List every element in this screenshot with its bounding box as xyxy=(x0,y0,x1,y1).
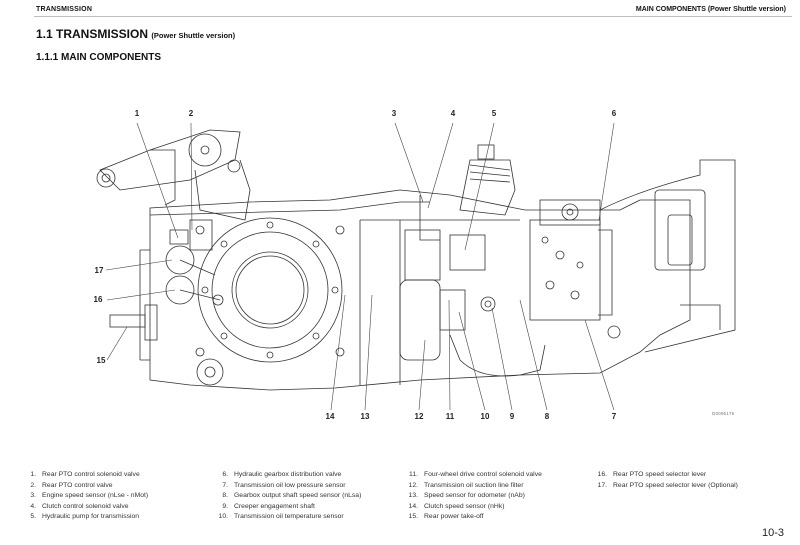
legend-num: 4. xyxy=(30,502,36,510)
legend-item: 3. Engine speed sensor (nLse - nMot) xyxy=(24,491,148,502)
callout-10: 10 xyxy=(480,412,490,421)
transmission-drawing xyxy=(96,122,736,411)
callout-9: 9 xyxy=(509,412,515,421)
section-title-sub: (Power Shuttle version) xyxy=(151,31,236,40)
page-number: 10-3 xyxy=(761,527,784,539)
legend-text: Speed sensor for odometer (nAb) xyxy=(424,492,525,500)
front-housing xyxy=(599,159,736,353)
legend-item: 6. Hydraulic gearbox distribution valve xyxy=(216,470,361,481)
legend-text: Rear PTO speed selector lever xyxy=(613,471,707,478)
callout-4: 4 xyxy=(450,109,456,118)
callout-17: 17 xyxy=(94,266,104,275)
legend-num: 13. xyxy=(408,492,418,500)
legend-num: 11. xyxy=(409,471,418,478)
legend-text: Transmission oil temperature sensor xyxy=(234,513,344,521)
transmission-figure: 1 2 3 4 5 6 7 8 9 10 11 12 13 14 15 16 1… xyxy=(0,90,800,430)
legend-column-2: 6. Hydraulic gearbox distribution valve 7… xyxy=(216,470,362,523)
legend-column-3: 11. Four-wheel drive control solenoid val… xyxy=(406,470,542,523)
drawing-code: D0006176 xyxy=(712,411,735,416)
running-header-left: TRANSMISSION xyxy=(36,6,93,13)
legend-item: 14. Clutch speed sensor (nHk) xyxy=(406,502,542,513)
callout-15: 15 xyxy=(96,356,106,365)
legend-text: Rear PTO control valve xyxy=(42,481,113,489)
legend-num: 6. xyxy=(222,471,228,478)
legend-item: 8. Gearbox output shaft speed sensor (nLs… xyxy=(216,491,361,502)
legend-text: Clutch speed sensor (nHk) xyxy=(424,502,505,510)
legend-column-1: 1. Rear PTO control solenoid valve 2. Rear… xyxy=(24,470,148,523)
legend-item: 15. Rear power take-off xyxy=(406,512,542,523)
legend-column-4: 16. Rear PTO speed selector lever 17. Rear… xyxy=(595,470,738,491)
legend-num: 5. xyxy=(30,513,36,521)
legend-num: 16. xyxy=(597,471,607,478)
legend-item: 2. Rear PTO control valve xyxy=(24,481,148,492)
legend-text: Transmission oil suction line filter xyxy=(424,481,524,489)
legend-text: Gearbox output shaft speed sensor (nLsa) xyxy=(234,492,362,500)
callout-13: 13 xyxy=(360,412,370,421)
legend-item: 16. Rear PTO speed selector lever xyxy=(595,470,738,481)
legend-text: Creeper engagement shaft xyxy=(234,502,315,510)
callout-14: 14 xyxy=(325,412,335,421)
callout-2: 2 xyxy=(188,109,194,118)
callout-16: 16 xyxy=(93,295,103,304)
callout-11: 11 xyxy=(445,412,455,421)
legend-item: 9. Creeper engagement shaft xyxy=(216,502,361,513)
legend-item: 10. Transmission oil temperature sensor xyxy=(216,512,361,523)
callout-3: 3 xyxy=(391,109,397,118)
legend-text: Hydraulic gearbox distribution valve xyxy=(234,471,342,478)
legend-num: 14. xyxy=(408,502,418,510)
legend-item: 7. Transmission oil low pressure sensor xyxy=(216,481,361,492)
legend-item: 5. Hydraulic pump for transmission xyxy=(24,512,148,523)
rear-flange xyxy=(195,217,345,363)
header-rule xyxy=(34,16,792,17)
legend-num: 2. xyxy=(30,481,36,489)
legend-num: 10. xyxy=(218,513,228,521)
legend-item: 13. Speed sensor for odometer (nAb) xyxy=(406,491,542,502)
callout-1: 1 xyxy=(134,109,140,118)
lift-arm xyxy=(96,129,251,221)
legend-text: Four-wheel drive control solenoid valve xyxy=(424,471,542,478)
legend-num: 9. xyxy=(222,502,228,510)
legend-text: Engine speed sensor (nLse - nMot) xyxy=(42,492,149,500)
legend-num: 12. xyxy=(408,481,418,489)
section-title: 1.1 TRANSMISSION (Power Shuttle version) xyxy=(36,27,235,41)
hydraulic-pump xyxy=(449,144,516,271)
legend-num: 17. xyxy=(597,481,607,489)
legend-num: 7. xyxy=(222,481,228,489)
callout-12: 12 xyxy=(414,412,424,421)
distribution-valve-block xyxy=(529,199,621,339)
middle-section xyxy=(149,195,546,385)
legend-text: Clutch control solenoid valve xyxy=(42,502,129,510)
callout-6: 6 xyxy=(611,109,617,118)
legend-item: 11. Four-wheel drive control solenoid val… xyxy=(406,470,542,481)
pto-assembly xyxy=(109,219,224,386)
legend-text: Rear PTO speed selector lever (Optional) xyxy=(613,481,738,489)
callout-8: 8 xyxy=(544,412,550,421)
main-housing xyxy=(139,189,691,391)
legend-item: 1. Rear PTO control solenoid valve xyxy=(24,470,148,481)
leader-lines xyxy=(105,122,615,411)
legend-item: 12. Transmission oil suction line filter xyxy=(406,481,542,492)
legend-item: 17. Rear PTO speed selector lever (Option… xyxy=(595,481,738,492)
section-title-main: 1.1 TRANSMISSION xyxy=(36,27,149,41)
subsection-title: 1.1.1 MAIN COMPONENTS xyxy=(36,52,162,63)
legend-text: Rear PTO control solenoid valve xyxy=(42,471,140,478)
legend-text: Transmission oil low pressure sensor xyxy=(234,481,346,489)
legend-num: 15. xyxy=(408,513,418,521)
legend-text: Rear power take-off xyxy=(424,513,484,521)
legend-num: 1. xyxy=(30,471,36,478)
legend-item: 4. Clutch control solenoid valve xyxy=(24,502,148,513)
callout-7: 7 xyxy=(611,412,617,421)
legend-num: 8. xyxy=(222,492,228,500)
running-header-right: MAIN COMPONENTS (Power Shuttle version) xyxy=(635,6,786,13)
legend-text: Hydraulic pump for transmission xyxy=(42,513,140,521)
legend-num: 3. xyxy=(30,492,36,500)
callout-5: 5 xyxy=(491,109,497,118)
